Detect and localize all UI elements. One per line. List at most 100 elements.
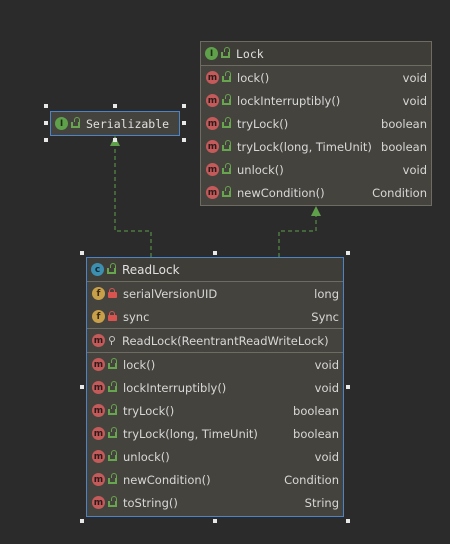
member-name: lock() xyxy=(123,357,156,372)
member-name: tryLock() xyxy=(123,403,175,418)
public-lock-icon xyxy=(108,381,117,392)
method-icon: m xyxy=(206,186,219,199)
member-name: sync xyxy=(123,309,150,324)
selection-handle[interactable] xyxy=(44,104,48,108)
member-type: void xyxy=(314,357,339,372)
method-icon: m xyxy=(92,473,105,486)
member-row[interactable]: m toString() String xyxy=(87,491,343,514)
member-name: lockInterruptibly() xyxy=(123,380,227,395)
member-type: boolean xyxy=(381,139,427,154)
selection-handle[interactable] xyxy=(113,138,117,142)
method-icon: m xyxy=(92,450,105,463)
selection-handle[interactable] xyxy=(80,385,84,389)
readlock-title: ReadLock xyxy=(122,262,180,277)
serializable-title: Serializable xyxy=(86,116,170,131)
serializable-header: I Serializable xyxy=(51,112,179,135)
method-icon: m xyxy=(92,334,105,347)
selection-handle[interactable] xyxy=(182,138,186,142)
member-type: void xyxy=(402,162,427,177)
selection-handle[interactable] xyxy=(346,519,350,523)
private-lock-icon xyxy=(108,311,117,321)
method-icon: m xyxy=(206,71,219,84)
method-icon: m xyxy=(206,117,219,130)
public-lock-icon xyxy=(108,404,117,415)
edge-readlock-to-lock xyxy=(278,216,317,257)
public-lock-icon xyxy=(108,496,117,507)
selection-handle[interactable] xyxy=(346,385,350,389)
member-row[interactable]: m unlock() void xyxy=(87,445,343,468)
member-type: void xyxy=(314,449,339,464)
method-icon: m xyxy=(206,140,219,153)
member-row[interactable]: m tryLock() boolean xyxy=(87,399,343,422)
member-type: Sync xyxy=(311,309,339,324)
member-type: String xyxy=(304,495,339,510)
public-lock-icon xyxy=(107,263,116,274)
method-icon: m xyxy=(206,94,219,107)
class-icon: c xyxy=(91,263,104,276)
member-type: void xyxy=(402,93,427,108)
member-type: boolean xyxy=(381,116,427,131)
method-icon: m xyxy=(92,381,105,394)
member-name: newCondition() xyxy=(123,472,211,487)
public-lock-icon xyxy=(222,71,231,82)
serializable-interface-node[interactable]: I Serializable xyxy=(50,111,180,136)
method-icon: m xyxy=(92,496,105,509)
member-name: lock() xyxy=(237,70,270,85)
field-icon: f xyxy=(92,287,105,300)
member-name: unlock() xyxy=(123,449,170,464)
member-row[interactable]: m lock() void xyxy=(87,353,343,376)
member-type: void xyxy=(314,380,339,395)
method-icon: m xyxy=(92,404,105,417)
method-icon: m xyxy=(92,427,105,440)
member-name: tryLock(long, TimeUnit) xyxy=(123,426,258,441)
selection-handle[interactable] xyxy=(44,121,48,125)
member-name: unlock() xyxy=(237,162,284,177)
member-name: serialVersionUID xyxy=(123,286,218,301)
member-row[interactable]: m lockInterruptibly() void xyxy=(87,376,343,399)
method-icon: m xyxy=(92,358,105,371)
member-name: newCondition() xyxy=(237,185,325,200)
member-row[interactable]: m lock() void xyxy=(201,66,431,89)
public-lock-icon xyxy=(222,163,231,174)
selection-handle[interactable] xyxy=(346,251,350,255)
selection-handle[interactable] xyxy=(80,251,84,255)
selection-handle[interactable] xyxy=(44,138,48,142)
interface-icon: I xyxy=(205,47,218,60)
selection-handle[interactable] xyxy=(213,519,217,523)
selection-handle[interactable] xyxy=(182,121,186,125)
member-type: void xyxy=(402,70,427,85)
member-name: toString() xyxy=(123,495,178,510)
selection-handle[interactable] xyxy=(213,251,217,255)
arrowhead-lock xyxy=(311,206,321,216)
member-type: boolean xyxy=(293,403,339,418)
selection-handle[interactable] xyxy=(182,104,186,108)
public-lock-icon xyxy=(71,117,80,128)
selection-handle[interactable] xyxy=(80,519,84,523)
public-lock-icon xyxy=(108,358,117,369)
lock-title: Lock xyxy=(236,46,264,61)
private-lock-icon xyxy=(108,288,117,298)
public-lock-icon xyxy=(222,94,231,105)
readlock-header: c ReadLock xyxy=(87,258,343,282)
selection-handle[interactable] xyxy=(113,104,117,108)
readlock-method-list: m lock() void m lockInterruptibly() void m tryL… xyxy=(87,352,343,514)
edge-readlock-to-serializable xyxy=(114,146,152,257)
public-lock-icon xyxy=(108,450,117,461)
public-lock-icon xyxy=(221,47,230,58)
public-lock-icon xyxy=(222,140,231,151)
